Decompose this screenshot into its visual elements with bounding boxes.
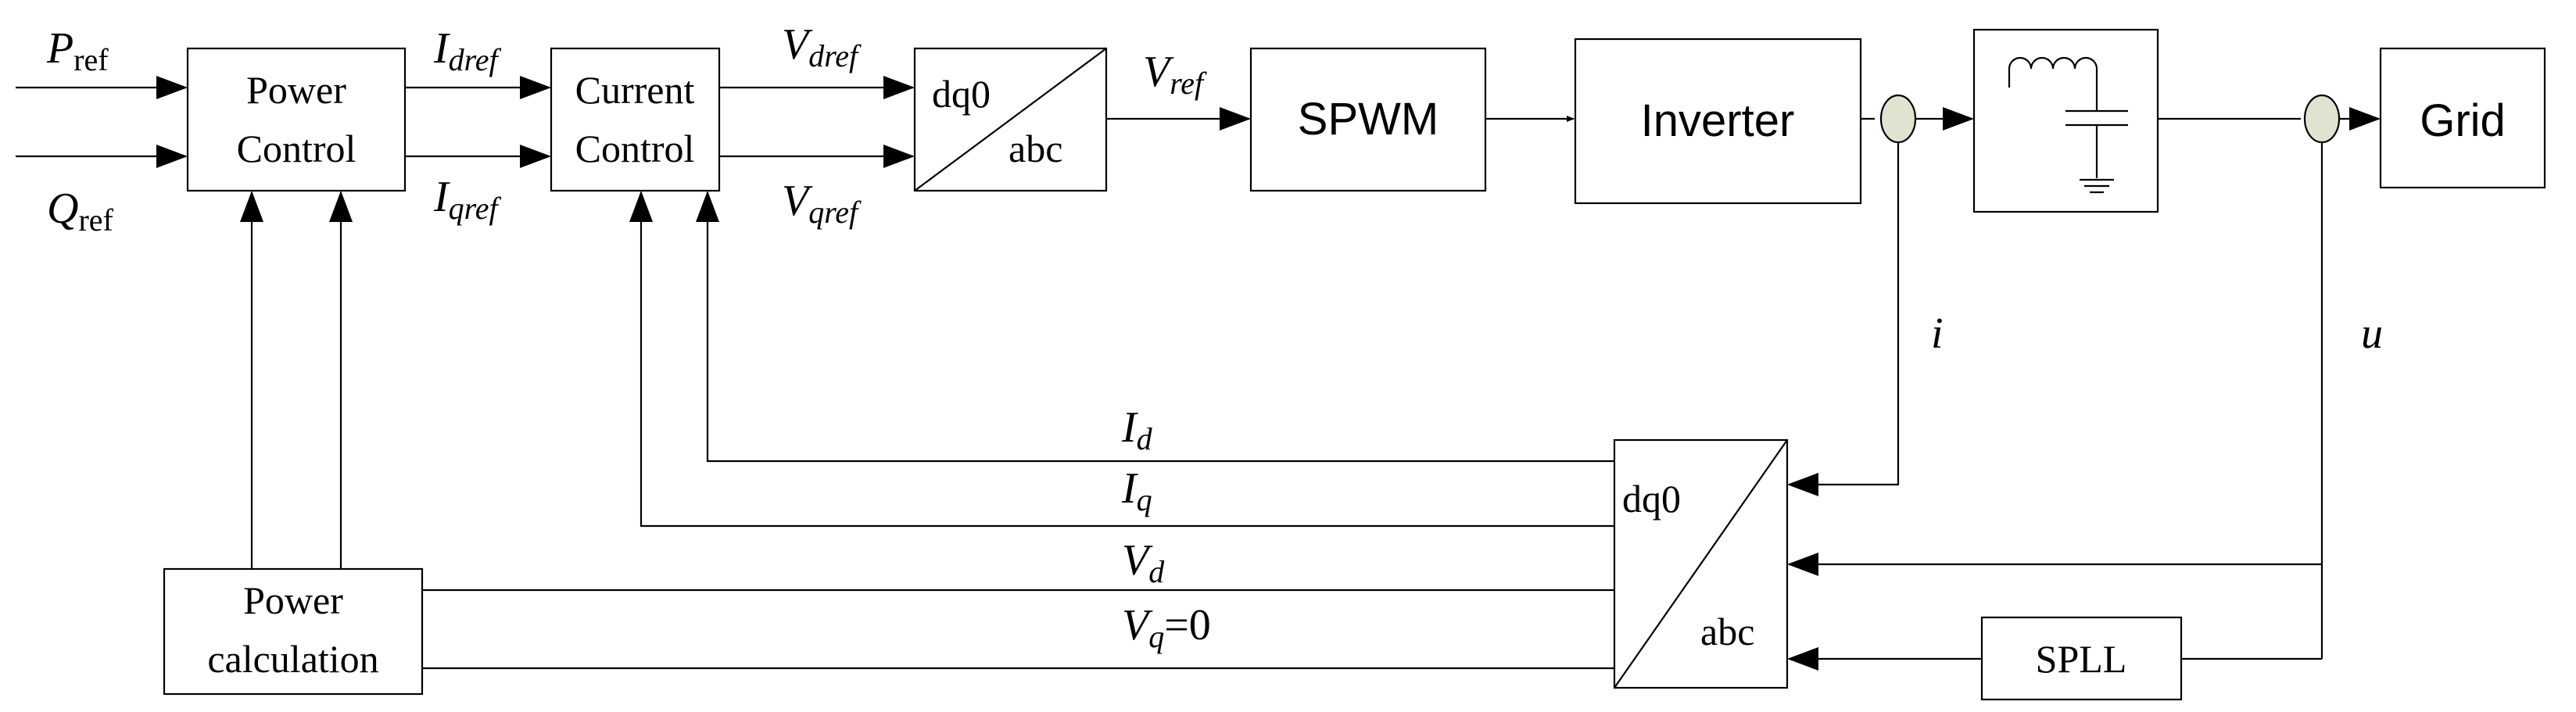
inverter-block [1574,38,1862,205]
abc-dq0-transform-bottom-label: abc [1700,610,1754,653]
u-feedback-label: u [2361,309,2383,358]
abc-dq0-transform-top-label: dq0 [1622,477,1681,521]
i-q-label: Iq [1121,464,1152,517]
i-qref-label: Iqref [433,173,501,226]
dq0-abc-transform-top-label: dq0 [932,72,991,116]
power-calculation-label-1: Power [243,578,343,622]
spll-label: SPLL [2036,637,2127,681]
power-control-block [186,47,407,192]
current-sensor [1879,94,1917,144]
v-dref-label: Vdref [782,20,862,73]
v-qref-label: Vqref [782,177,862,230]
q-ref-label: Qref [47,184,114,238]
spll-block [1980,616,2183,701]
power-calculation-block [163,567,424,696]
lc-filter-block [1972,28,2159,213]
power-control-label-1: Power [246,68,346,112]
dq0-abc-transform-bottom-label: abc [1009,127,1062,170]
i-feedback-line [1787,142,1900,496]
v-ref-label: Vref [1143,48,1207,101]
i-feedback-label: i [1931,309,1944,358]
spwm-label: SPWM [1298,94,1438,145]
i-d-feedback-line [696,191,1614,463]
i-dref-label: Idref [433,24,501,77]
p-ref-label: Pref [46,24,109,77]
grid-block [2379,47,2546,189]
voltage-sensor [2303,94,2341,144]
i-d-label: Id [1121,403,1153,456]
abc-dq0-transform-diagonal [1614,439,1788,689]
grid-label: Grid [2420,95,2506,146]
current-control-label-1: Current [575,68,695,112]
lc-filter-symbol [2008,56,2128,194]
inverter-label: Inverter [1641,95,1795,146]
i-q-feedback-line [629,191,1614,528]
current-control-label-2: Control [575,127,695,170]
dq0-abc-transform-diagonal [914,48,1107,191]
v-q-label: Vq=0 [1122,601,1211,654]
power-control-label-2: Control [237,127,356,170]
v-d-label: Vd [1122,536,1165,589]
power-calculation-label-2: calculation [207,637,378,681]
